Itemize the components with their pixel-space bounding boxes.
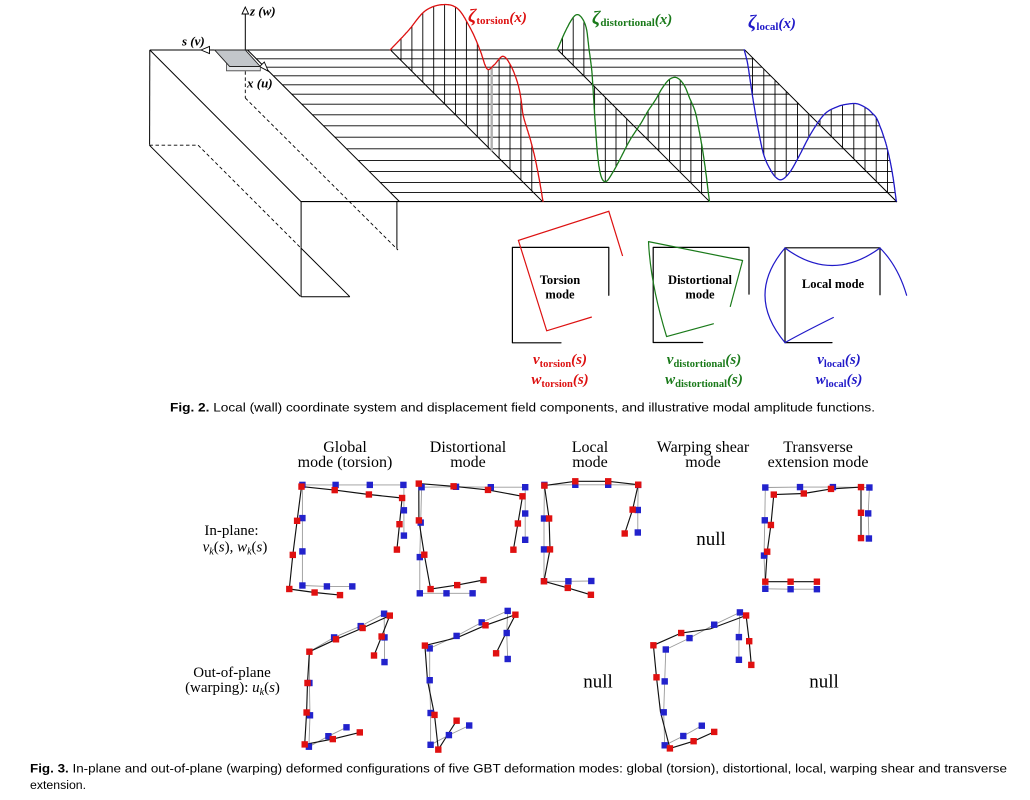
svg-text:null: null bbox=[583, 672, 613, 693]
svg-text:mode: mode bbox=[545, 288, 575, 302]
svg-text:extension mode: extension mode bbox=[768, 454, 869, 471]
svg-text:vdistortional(s): vdistortional(s) bbox=[667, 352, 741, 370]
svg-text:Warping shear: Warping shear bbox=[657, 439, 750, 456]
svg-text:Local: Local bbox=[572, 439, 609, 456]
svg-text:wtorsion(s): wtorsion(s) bbox=[531, 372, 588, 390]
svg-text:vtorsion(s): vtorsion(s) bbox=[533, 352, 587, 370]
svg-text:null: null bbox=[696, 529, 726, 550]
svg-text:x (u): x (u) bbox=[246, 76, 273, 91]
svg-text:Distortional: Distortional bbox=[430, 439, 507, 456]
svg-text:extension.: extension. bbox=[30, 778, 86, 792]
svg-text:Local mode: Local mode bbox=[802, 277, 865, 291]
svg-text:z (w): z (w) bbox=[249, 4, 276, 19]
svg-text:In-plane:: In-plane: bbox=[204, 523, 258, 539]
svg-text:Torsion: Torsion bbox=[540, 273, 581, 287]
svg-text:mode: mode bbox=[572, 454, 608, 471]
svg-text:wdistortional(s): wdistortional(s) bbox=[665, 372, 743, 390]
svg-text:vlocal(s): vlocal(s) bbox=[817, 352, 861, 370]
svg-text:mode: mode bbox=[685, 288, 715, 302]
svg-text:mode: mode bbox=[685, 454, 721, 471]
svg-text:vk(s), wk(s): vk(s), wk(s) bbox=[203, 540, 268, 558]
svg-text:wlocal(s): wlocal(s) bbox=[816, 372, 863, 390]
svg-text:ζlocal(x): ζlocal(x) bbox=[748, 12, 796, 33]
svg-text:Fig. 3. In-plane and out-of-pl: Fig. 3. In-plane and out-of-plane (warpi… bbox=[30, 762, 1007, 776]
svg-text:s (v): s (v) bbox=[181, 34, 205, 49]
svg-text:null: null bbox=[809, 672, 839, 693]
svg-text:Fig. 2. Local (wall) coordinat: Fig. 2. Local (wall) coordinate system a… bbox=[170, 401, 875, 415]
svg-text:(warping): uk(s): (warping): uk(s) bbox=[185, 680, 280, 698]
svg-text:Distortional: Distortional bbox=[668, 273, 732, 287]
svg-text:Out-of-plane: Out-of-plane bbox=[193, 665, 271, 681]
svg-text:Transverse: Transverse bbox=[783, 439, 853, 456]
svg-text:mode (torsion): mode (torsion) bbox=[298, 454, 393, 471]
svg-text:ζtorsion(x): ζtorsion(x) bbox=[468, 6, 527, 27]
svg-text:mode: mode bbox=[450, 454, 486, 471]
svg-text:ζdistortional(x): ζdistortional(x) bbox=[592, 8, 672, 29]
svg-text:Global: Global bbox=[323, 439, 367, 456]
